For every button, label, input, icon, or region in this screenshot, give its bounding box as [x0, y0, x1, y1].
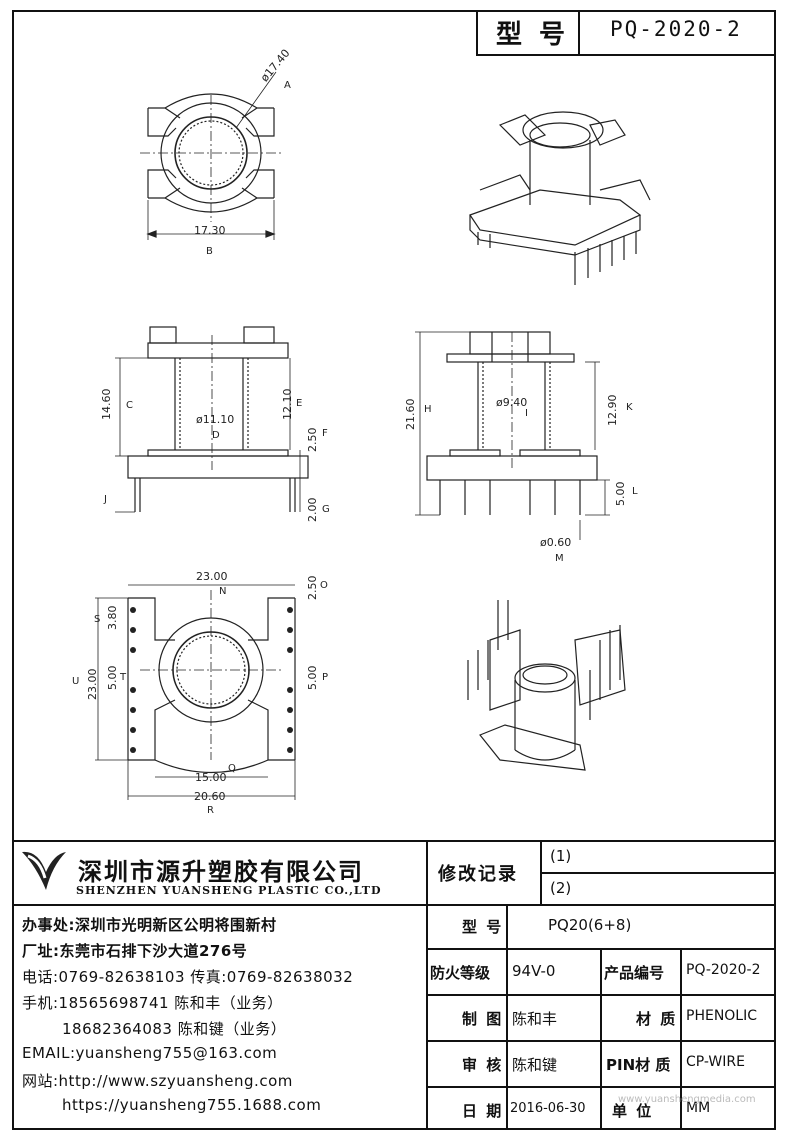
company-mobile1: 手机:18565698741 陈和丰（业务） [22, 994, 283, 1012]
dim-M-letter: M [555, 553, 564, 564]
dim-B-value: 17.30 [194, 224, 226, 237]
dim-H-letter: H [424, 404, 432, 415]
dim-S-value: 3.80 [106, 605, 119, 631]
dim-D-letter: D [212, 430, 220, 441]
rev-mid-line [540, 872, 776, 874]
isometric-view-top [469, 111, 651, 285]
company-right-line [426, 840, 428, 1130]
product-no-value: PQ-2020-2 [686, 962, 761, 978]
dim-T-letter: T [120, 672, 127, 683]
dim-E-value: 12.10 [281, 388, 294, 421]
dim-N-letter: N [219, 586, 227, 597]
dim-C-value: 14.60 [100, 388, 113, 421]
col-line-2 [600, 948, 602, 1130]
col-line-1 [506, 904, 508, 1130]
unit-value: MM [686, 1100, 711, 1116]
reviewed-by-value: 陈和键 [512, 1056, 558, 1074]
drawn-by-label: 制 图 [462, 1010, 504, 1028]
material-label: 材 质 [636, 1010, 678, 1028]
dim-P-letter: P [322, 672, 329, 683]
watermark: www.yuanshengmedia.com [618, 1094, 756, 1105]
dim-P-value: 5.00 [306, 665, 319, 691]
technical-drawing [95, 71, 651, 800]
company-name-en: SHENZHEN YUANSHENG PLASTIC CO.,LTD [76, 884, 382, 897]
dim-N-value: 23.00 [196, 570, 228, 583]
dim-S-letter: S [94, 614, 101, 625]
dim-Q-letter: Q [228, 763, 236, 774]
dim-M-value: ø0.60 [540, 536, 572, 549]
revision-1: (1) [550, 847, 572, 865]
date-label: 日 期 [462, 1102, 504, 1120]
dim-I-letter: I [525, 408, 528, 419]
info-top-line [12, 840, 776, 842]
dim-O-letter: O [320, 580, 328, 591]
company-logo-icon [22, 851, 66, 890]
side-view [415, 331, 610, 540]
dim-K-letter: K [626, 402, 633, 413]
company-phone: 电话:0769-82638103 传真:0769-82638032 [22, 968, 354, 986]
dim-B-letter: B [206, 246, 213, 257]
company-web1: 网站:http://www.szyuansheng.com [22, 1072, 293, 1090]
front-view [115, 326, 309, 513]
pin-material-label: PIN材 质 [606, 1056, 671, 1074]
dim-I-value: ø9.40 [496, 396, 528, 409]
reviewed-by-label: 审 核 [462, 1056, 504, 1074]
drawn-by-value: 陈和丰 [512, 1010, 558, 1028]
dim-R-letter: R [207, 805, 214, 816]
model-code: PQ-2020-2 [610, 17, 742, 41]
product-no-label: 产品编号 [604, 964, 665, 982]
dim-L-letter: L [632, 486, 638, 497]
company-bottom-line [12, 904, 426, 906]
company-web2: https://yuansheng755.1688.com [62, 1096, 322, 1114]
company-factory: 厂址:东莞市石排下沙大道276号 [22, 942, 248, 960]
dim-G-value: 2.00 [306, 497, 319, 523]
dim-A-letter: A [284, 80, 291, 91]
dim-R-value: 20.60 [194, 790, 226, 803]
dim-E-letter: E [296, 398, 303, 409]
table-model-label: 型 号 [462, 918, 504, 936]
pin-material-value: CP-WIRE [686, 1054, 745, 1070]
company-name-cn: 深圳市源升塑胶有限公司 [78, 858, 364, 886]
dim-T-value: 5.00 [106, 665, 119, 691]
material-value: PHENOLIC [686, 1008, 758, 1024]
revision-label: 修改记录 [438, 864, 518, 885]
isometric-view-bottom [467, 600, 626, 771]
dim-C-letter: C [126, 400, 133, 411]
company-email: EMAIL:yuansheng755@163.com [22, 1044, 278, 1062]
company-office: 办事处:深圳市光明新区公明将围新村 [22, 916, 277, 934]
model-label: 型 号 [496, 20, 570, 50]
dim-G-letter: G [322, 504, 330, 515]
dim-O-value: 2.50 [306, 575, 319, 601]
dim-K-value: 12.90 [606, 394, 619, 427]
dim-U-letter: U [72, 676, 80, 687]
bottom-view-pins [130, 607, 293, 753]
fire-rating-label: 防火等级 [430, 964, 491, 982]
title-block [476, 10, 776, 56]
dim-H-value: 21.60 [404, 398, 417, 431]
title-divider [578, 10, 580, 56]
row-line-1 [426, 904, 776, 906]
bottom-view [95, 584, 296, 800]
dim-F-value: 2.50 [306, 427, 319, 453]
col-line-3 [680, 948, 682, 1130]
unit-label: 单 位 [612, 1102, 654, 1120]
top-view [140, 71, 282, 240]
dim-J-letter: J [104, 494, 107, 505]
dim-Q-value: 15.00 [195, 771, 227, 784]
dim-L-value: 5.00 [614, 481, 627, 507]
dim-U-value: 23.00 [86, 668, 99, 701]
dim-F-letter: F [322, 428, 328, 439]
company-mobile2: 18682364083 陈和键（业务） [62, 1020, 287, 1038]
table-model-value: PQ20(6+8) [548, 916, 632, 934]
drawing-frame [12, 10, 776, 1130]
revision-2: (2) [550, 879, 572, 897]
dim-D-value: ø11.10 [196, 413, 235, 426]
fire-rating-value: 94V-0 [512, 962, 556, 980]
date-value: 2016-06-30 [510, 1101, 586, 1116]
